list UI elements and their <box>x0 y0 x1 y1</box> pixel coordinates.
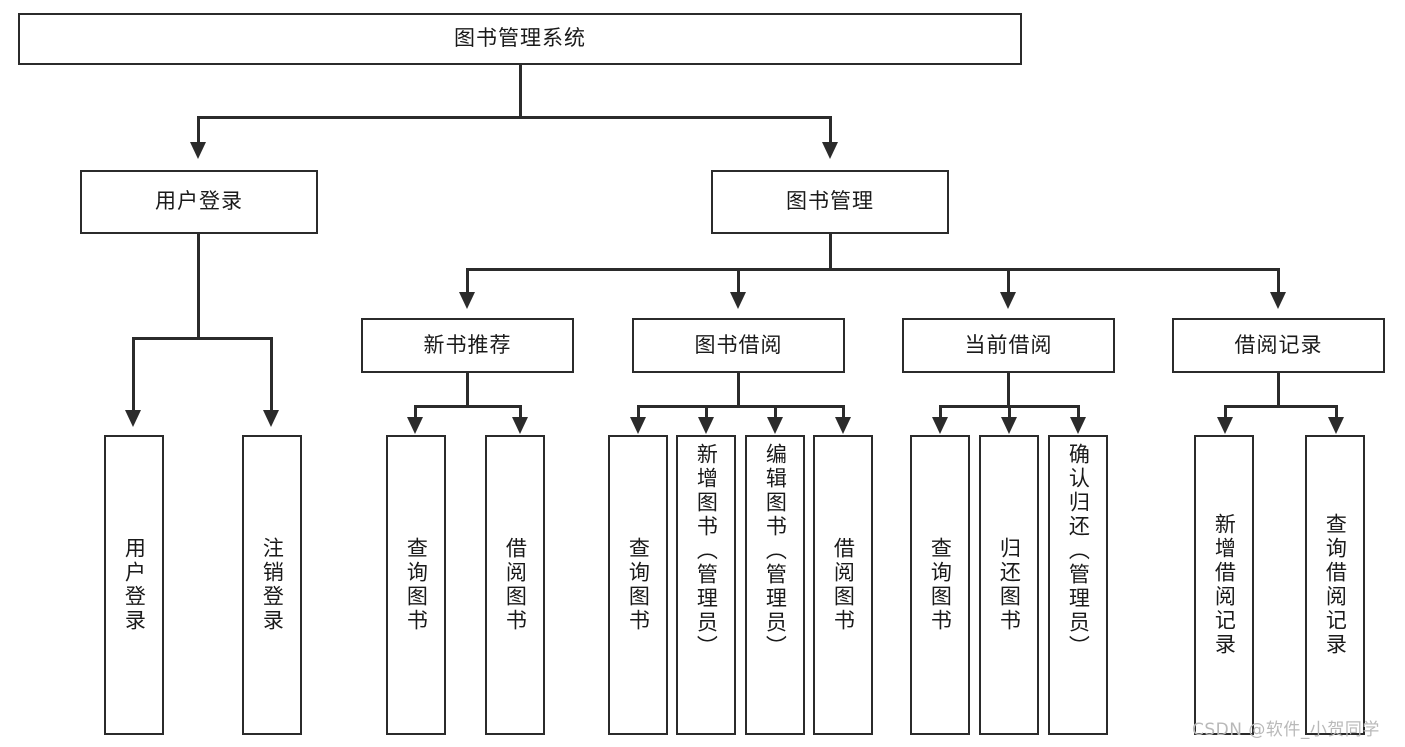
leaf-borrow-record-query-record[interactable]: 查询借阅记录 <box>1305 435 1365 735</box>
arrow-bm-to-borrow-record <box>1270 292 1286 309</box>
leaf-new-book-rec-borrow-book[interactable]: 借阅图书 <box>485 435 545 735</box>
node-label: 当前借阅 <box>964 332 1053 357</box>
connector-root-to-user-login <box>197 116 200 144</box>
arrow-br-leaf-2 <box>1328 417 1344 434</box>
leaf-label: 新增借阅记录 <box>1212 513 1237 657</box>
connector-root-stem <box>519 65 522 118</box>
node-book-borrow[interactable]: 图书借阅 <box>632 318 845 373</box>
connector-root-bar <box>197 116 832 119</box>
leaf-label: 查询图书 <box>626 537 651 633</box>
arrow-br-leaf-1 <box>1217 417 1233 434</box>
node-label: 借阅记录 <box>1234 332 1323 357</box>
arrow-nbr-leaf-1 <box>407 417 423 434</box>
leaf-current-borrow-return-book[interactable]: 归还图书 <box>979 435 1039 735</box>
arrow-root-to-book-management <box>822 142 838 159</box>
node-label: 图书管理 <box>786 189 874 214</box>
connector-bm-drop-4 <box>1277 268 1280 294</box>
leaf-new-book-rec-query-book[interactable]: 查询图书 <box>386 435 446 735</box>
leaf-label: 查询图书 <box>928 537 953 633</box>
csdn-watermark: CSDN @软件_小贺同学 <box>1192 720 1380 740</box>
leaf-book-borrow-edit-book-admin[interactable]: 编辑图书（管理员） <box>745 435 805 735</box>
connector-bb-drop-2 <box>705 405 708 419</box>
leaf-label: 借阅图书 <box>831 537 856 633</box>
connector-cb-stem <box>1007 373 1010 407</box>
arrow-cb-leaf-3 <box>1070 417 1086 434</box>
node-borrow-record[interactable]: 借阅记录 <box>1172 318 1385 373</box>
node-label: 图书管理系统 <box>454 26 586 51</box>
arrow-user-login-leaf-2 <box>263 410 279 427</box>
connector-nbr-stem <box>466 373 469 407</box>
node-label: 新书推荐 <box>423 332 512 357</box>
leaf-label: 新增图书（管理员） <box>694 443 719 659</box>
node-root-book-management-system[interactable]: 图书管理系统 <box>18 13 1022 65</box>
arrow-bb-leaf-1 <box>630 417 646 434</box>
connector-user-login-drop-1 <box>132 337 135 412</box>
leaf-current-borrow-confirm-return-admin[interactable]: 确认归还（管理员） <box>1048 435 1108 735</box>
arrow-bm-to-current-borrow <box>1000 292 1016 309</box>
leaf-label: 查询图书 <box>404 537 429 633</box>
connector-nbr-drop-2 <box>519 405 522 419</box>
leaf-user-login-logout[interactable]: 注销登录 <box>242 435 302 735</box>
leaf-book-borrow-add-book-admin[interactable]: 新增图书（管理员） <box>676 435 736 735</box>
node-current-borrow[interactable]: 当前借阅 <box>902 318 1115 373</box>
leaf-book-borrow-borrow-book[interactable]: 借阅图书 <box>813 435 873 735</box>
arrow-bb-leaf-3 <box>767 417 783 434</box>
leaf-user-login-login[interactable]: 用户登录 <box>104 435 164 735</box>
connector-root-to-book-management <box>829 116 832 144</box>
leaf-borrow-record-add-record[interactable]: 新增借阅记录 <box>1194 435 1254 735</box>
connector-nbr-drop-1 <box>414 405 417 419</box>
arrow-cb-leaf-2 <box>1001 417 1017 434</box>
connector-bm-drop-1 <box>466 268 469 294</box>
leaf-label: 确认归还（管理员） <box>1066 443 1091 659</box>
arrow-bm-to-book-borrow <box>730 292 746 309</box>
node-user-login[interactable]: 用户登录 <box>80 170 318 234</box>
connector-bb-drop-1 <box>637 405 640 419</box>
connector-br-drop-1 <box>1224 405 1227 419</box>
arrow-bm-to-new-book-rec <box>459 292 475 309</box>
connector-bb-stem <box>737 373 740 407</box>
leaf-label: 查询借阅记录 <box>1323 513 1348 657</box>
connector-bm-drop-3 <box>1007 268 1010 294</box>
arrow-root-to-user-login <box>190 142 206 159</box>
arrow-cb-leaf-1 <box>932 417 948 434</box>
leaf-label: 编辑图书（管理员） <box>763 443 788 659</box>
connector-cb-drop-1 <box>939 405 942 419</box>
node-new-book-recommendation[interactable]: 新书推荐 <box>361 318 574 373</box>
node-book-management[interactable]: 图书管理 <box>711 170 949 234</box>
leaf-current-borrow-query-book[interactable]: 查询图书 <box>910 435 970 735</box>
connector-bm-drop-2 <box>737 268 740 294</box>
connector-cb-drop-3 <box>1077 405 1080 419</box>
connector-user-login-stem <box>197 234 200 339</box>
arrow-nbr-leaf-2 <box>512 417 528 434</box>
connector-bb-bar <box>637 405 844 408</box>
connector-br-stem <box>1277 373 1280 407</box>
connector-book-management-stem <box>829 234 832 270</box>
leaf-label: 借阅图书 <box>503 537 528 633</box>
connector-br-drop-2 <box>1335 405 1338 419</box>
connector-cb-drop-2 <box>1008 405 1011 419</box>
connector-nbr-bar <box>414 405 519 408</box>
connector-user-login-drop-2 <box>270 337 273 412</box>
connector-bb-drop-3 <box>774 405 777 419</box>
leaf-label: 归还图书 <box>997 537 1022 633</box>
connector-bb-drop-4 <box>842 405 845 419</box>
node-label: 用户登录 <box>155 189 243 214</box>
leaf-label: 注销登录 <box>260 537 285 633</box>
node-label: 图书借阅 <box>694 332 783 357</box>
arrow-bb-leaf-2 <box>698 417 714 434</box>
leaf-book-borrow-query-book[interactable]: 查询图书 <box>608 435 668 735</box>
arrow-user-login-leaf-1 <box>125 410 141 427</box>
connector-user-login-bar <box>132 337 272 340</box>
connector-book-management-bar <box>466 268 1279 271</box>
connector-br-bar <box>1224 405 1337 408</box>
arrow-bb-leaf-4 <box>835 417 851 434</box>
leaf-label: 用户登录 <box>122 537 147 633</box>
